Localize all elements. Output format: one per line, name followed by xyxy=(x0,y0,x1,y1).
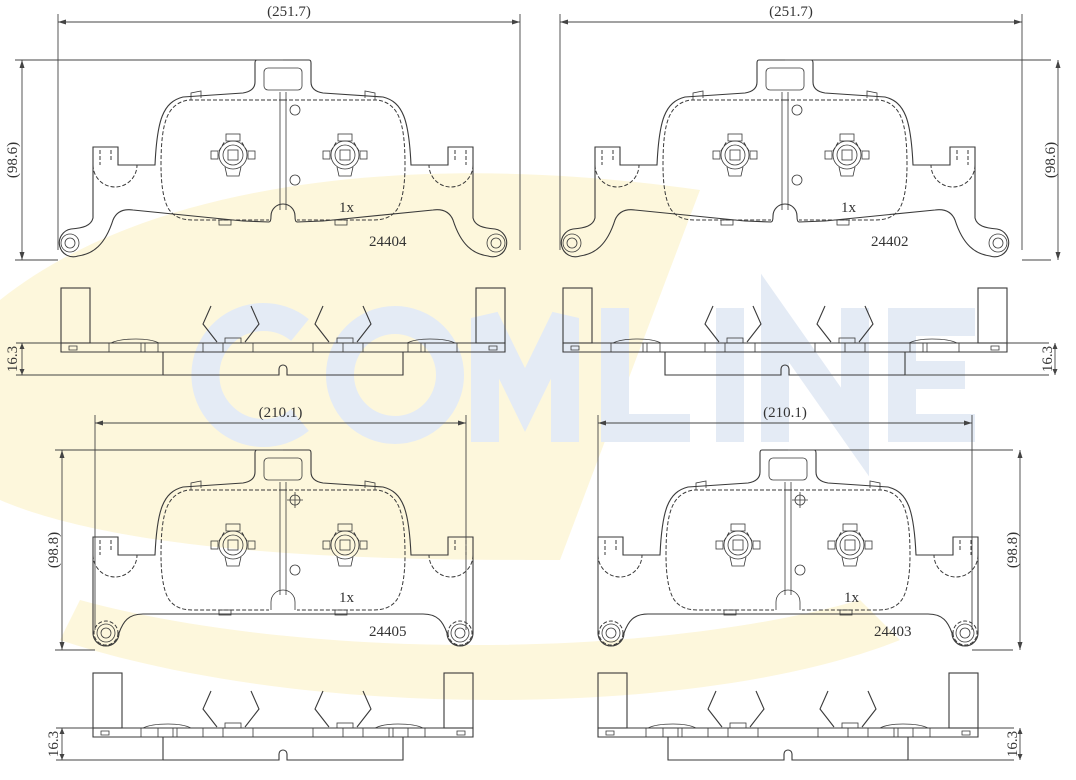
thickness-dimension-label: 16.3 xyxy=(5,346,21,372)
width-dimension-label: (210.1) xyxy=(259,405,303,421)
brake-pad-4: (210.1) (98.8) 16.3 1x 24403 xyxy=(597,405,1023,761)
friction-material-outline xyxy=(283,99,406,221)
height-dimension-label: (98.6) xyxy=(1043,142,1059,178)
friction-material-outline xyxy=(785,99,908,221)
part-number-label: 24404 xyxy=(369,234,407,250)
quantity-label: 1x xyxy=(339,590,355,606)
pad-front-view xyxy=(58,59,508,258)
mounting-eye xyxy=(96,623,116,643)
dimension-annotations: (210.1) (98.8) 16.3 xyxy=(46,405,467,761)
comline-watermark-logo xyxy=(0,173,975,700)
mounting-eye xyxy=(988,233,1008,253)
height-dimension-label: (98.8) xyxy=(1005,532,1021,568)
friction-material-outline xyxy=(283,489,406,611)
watermark-swoosh-lower xyxy=(60,600,900,700)
height-dimension-label: (98.6) xyxy=(5,142,21,178)
backing-plate-outline xyxy=(788,449,979,647)
backing-plate-outline xyxy=(784,59,1010,258)
brake-pad-2: (251.7) (98.6) 16.3 1x 24402 xyxy=(559,4,1061,376)
dimension-annotations: (251.7) (98.6) 16.3 xyxy=(559,4,1061,376)
backing-plate-outline xyxy=(58,59,284,258)
pad-front-view xyxy=(92,449,474,647)
mounting-eye xyxy=(60,233,80,253)
mounting-eye xyxy=(562,233,582,253)
pad-side-view xyxy=(60,287,506,376)
pad-side-view xyxy=(597,672,979,761)
width-dimension-label: (251.7) xyxy=(769,4,813,20)
dimension-annotations: (210.1) (98.8) 16.3 xyxy=(597,405,1023,761)
thickness-dimension-label: 16.3 xyxy=(46,731,62,757)
quantity-label: 1x xyxy=(844,590,860,606)
friction-material-outline xyxy=(160,489,283,611)
dimension-annotations: (251.7) (98.6) 16.3 xyxy=(5,4,521,376)
mounting-eye xyxy=(450,623,470,643)
friction-material-outline xyxy=(662,99,785,221)
part-number-label: 24403 xyxy=(874,624,912,640)
backing-plate-outline xyxy=(282,59,508,258)
height-dimension-label: (98.8) xyxy=(46,532,62,568)
tab-slot xyxy=(263,457,303,481)
mounting-eye xyxy=(955,623,975,643)
mounting-eye xyxy=(601,623,621,643)
quantity-label: 1x xyxy=(339,200,355,216)
pad-side-view xyxy=(562,287,1008,376)
tab-slot xyxy=(263,67,303,91)
quantity-label: 1x xyxy=(841,200,857,216)
pad-front-view xyxy=(597,449,979,647)
backing-plate-outline xyxy=(597,449,788,647)
friction-material-outline xyxy=(788,489,911,611)
backing-plate-outline xyxy=(283,449,474,647)
friction-material-outline xyxy=(160,99,283,221)
backing-plate-outline xyxy=(560,59,786,258)
thickness-dimension-label: 16.3 xyxy=(1005,731,1021,757)
width-dimension-label: (210.1) xyxy=(763,405,807,421)
part-number-label: 24405 xyxy=(369,624,407,640)
part-number-label: 24402 xyxy=(871,234,909,250)
tab-slot xyxy=(765,67,805,91)
brake-pad-3: (210.1) (98.8) 16.3 1x 24405 xyxy=(46,405,474,761)
pad-side-view xyxy=(92,672,474,761)
width-dimension-label: (251.7) xyxy=(267,4,311,20)
brake-pad-1: (251.7) (98.6) 16.3 1x 24404 xyxy=(5,4,521,376)
mounting-eye xyxy=(486,233,506,253)
friction-material-outline xyxy=(665,489,788,611)
backing-plate-outline xyxy=(92,449,283,647)
thickness-dimension-label: 16.3 xyxy=(1040,346,1056,372)
tab-slot xyxy=(768,457,808,481)
pad-front-view xyxy=(560,59,1010,258)
